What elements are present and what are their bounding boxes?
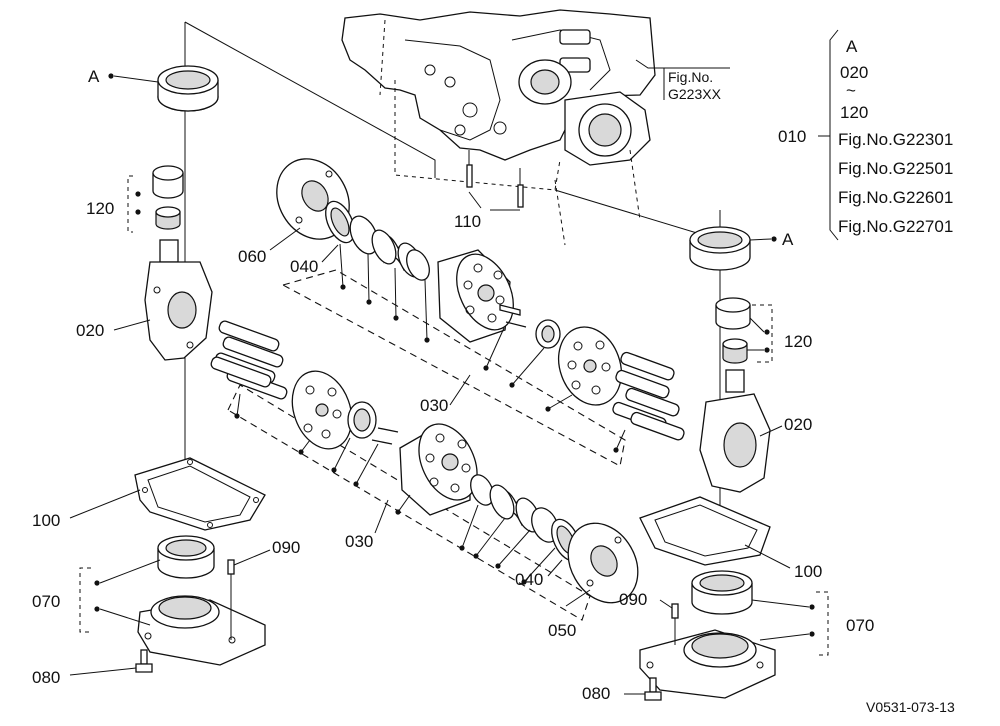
label-110: 110	[454, 212, 481, 231]
pins-110	[466, 150, 524, 211]
ring-upper-b	[406, 249, 430, 281]
label-020-left: 020	[76, 321, 104, 340]
gasket-100-left	[134, 457, 266, 531]
label-070-left: 070	[32, 592, 60, 611]
label-040-upper: 040	[290, 257, 318, 276]
fig-callout-line1: Fig.No.	[668, 69, 713, 85]
label-060: 060	[238, 247, 266, 266]
pin-110-b	[517, 184, 524, 208]
valve-plate-050	[567, 522, 639, 604]
label-a-right: A	[782, 230, 794, 249]
swash-plate-right	[558, 326, 622, 406]
label-090-left: 090	[272, 538, 300, 557]
flange-070-left	[137, 595, 266, 666]
label-120-left: 120	[86, 199, 114, 218]
legend-to: 120	[840, 103, 868, 122]
legend-fig-3: Fig.No.G22601	[838, 188, 953, 207]
fig-callout-line2: G223XX	[668, 86, 722, 102]
washer-upper	[349, 215, 379, 255]
legend-fig-2: Fig.No.G22501	[838, 159, 953, 178]
ring-lower-b	[470, 474, 494, 506]
collar-120-left	[152, 165, 184, 230]
gasket-100-right	[639, 496, 771, 566]
cylinder-block-upper	[437, 249, 514, 343]
trunnion-020-right	[699, 369, 771, 493]
bushing-lower	[347, 401, 377, 439]
pistons-right	[612, 351, 685, 441]
bolt-080-left	[135, 649, 153, 673]
bolt-080-right	[644, 677, 662, 701]
label-020-right: 020	[784, 415, 812, 434]
drawing-code: V0531-073-13	[866, 699, 955, 715]
collar-120-right	[715, 297, 751, 364]
bearing-070-left	[157, 535, 215, 579]
label-100-left: 100	[32, 511, 60, 530]
flange-070-right	[639, 629, 776, 699]
label-030-lower: 030	[345, 532, 373, 551]
dashed-group-030-upper	[281, 269, 626, 467]
label-030-upper: 030	[420, 396, 448, 415]
legend-tilde: ~	[846, 81, 856, 100]
label-a-left: A	[88, 67, 100, 86]
bearing-a-right	[689, 226, 751, 271]
label-120-right: 120	[784, 332, 812, 351]
bearing-a-left	[157, 65, 219, 112]
label-080-left: 080	[32, 668, 60, 687]
legend-from: 020	[840, 63, 868, 82]
label-070-right: 070	[846, 616, 874, 635]
pin-090-right	[671, 603, 679, 619]
label-050: 050	[548, 621, 576, 640]
bearing-070-right	[691, 570, 753, 615]
trunnion-020-left	[144, 239, 213, 361]
label-100-right: 100	[794, 562, 822, 581]
label-040-lower: 040	[515, 570, 543, 589]
transmission-housing	[341, 9, 656, 246]
ring-040-upper	[325, 200, 355, 244]
legend-item-ref: 010	[778, 127, 806, 146]
swash-plate-left	[291, 370, 353, 450]
label-080-right: 080	[582, 684, 610, 703]
label-090-right: 090	[619, 590, 647, 609]
cylinder-block-lower	[399, 423, 478, 516]
bushing-upper	[535, 319, 561, 349]
legend-a: A	[846, 37, 858, 56]
pin-090-left	[227, 559, 235, 575]
legend-fig-4: Fig.No.G22701	[838, 217, 953, 236]
legend-fig-1: Fig.No.G22301	[838, 130, 953, 149]
pin-110-a	[466, 164, 473, 188]
legend-bracket	[829, 29, 839, 241]
pistons-left	[210, 320, 288, 400]
